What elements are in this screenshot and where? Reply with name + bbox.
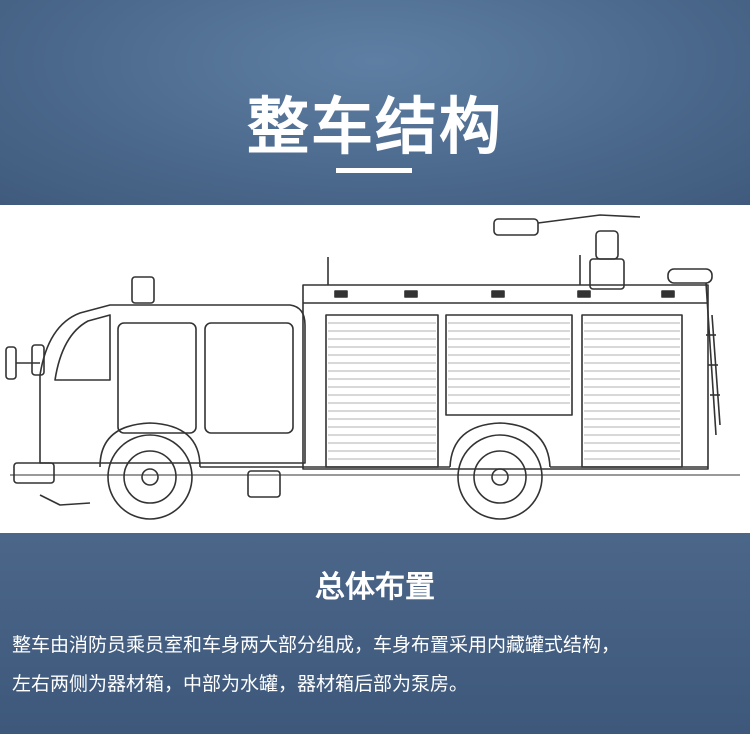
shutter-slats-3 [584, 322, 680, 460]
description-band [0, 533, 750, 734]
vehicle-drawing-panel [0, 205, 750, 533]
fuel-tank [247, 470, 281, 498]
equipment-compartment-door-2 [445, 314, 573, 416]
cab-window-rear [204, 322, 294, 434]
description-line-2: 左右两侧为器材箱，中部为水罐，器材箱后部为泵房。 [12, 673, 469, 695]
equipment-compartment-door-1 [325, 314, 439, 468]
shutter-slats-1 [328, 322, 436, 460]
rear-ladder [667, 268, 721, 436]
fire-truck-drawing [5, 214, 740, 520]
title-underline [336, 168, 412, 173]
shutter-slats-2 [448, 322, 570, 404]
cab-outline [39, 304, 306, 464]
front-wheel [99, 422, 201, 520]
side-mirror [5, 346, 17, 380]
windshield [54, 314, 111, 381]
water-cannon [493, 214, 641, 290]
description-line-1: 整车由消防员乘员室和车身两大部分组成，车身布置采用内藏罐式结构， [12, 634, 621, 656]
section-subtitle: 总体布置 [315, 570, 435, 605]
equipment-compartment-door-3 [581, 314, 683, 468]
front-bumper [13, 462, 55, 484]
section-description: 整车由消防员乘员室和车身两大部分组成，车身布置采用内藏罐式结构， 左右两侧为器材… [12, 626, 742, 704]
rear-wheel [449, 422, 551, 520]
page-title: 整车结构 [246, 90, 503, 163]
cab-window-front [117, 322, 197, 434]
roof-beacon [131, 276, 155, 304]
body-box [302, 284, 709, 470]
